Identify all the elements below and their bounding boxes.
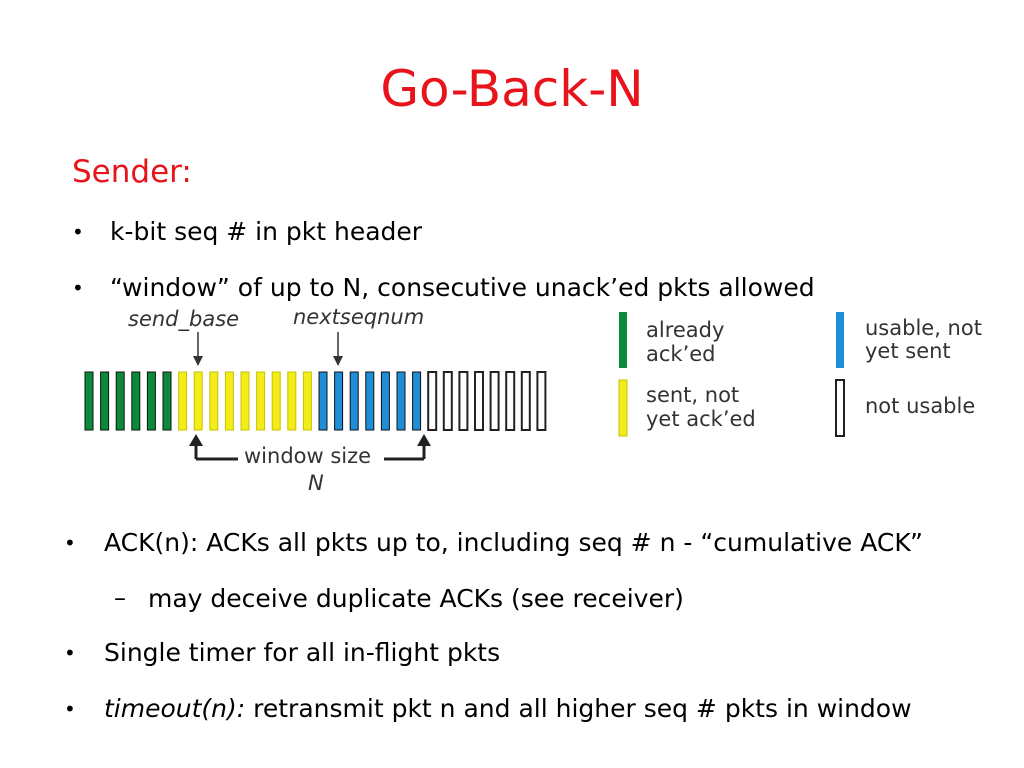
legend-label-acked-2: ack’ed xyxy=(646,342,716,366)
sender-heading: Sender: xyxy=(72,154,192,190)
packet-unusable xyxy=(505,371,516,431)
bullet-dot: • xyxy=(64,697,76,721)
packet-unusable xyxy=(442,371,453,431)
packet-acked xyxy=(162,371,172,431)
packet-acked xyxy=(84,371,94,431)
legend-swatch-usable xyxy=(836,312,844,368)
legend-label-sent-1: sent, not xyxy=(646,383,739,407)
packet-sequence xyxy=(84,371,547,431)
bullet-text: “window” of up to N, consecutive unack’e… xyxy=(110,273,815,302)
packet-usable xyxy=(334,371,344,431)
legend-label-acked-1: already xyxy=(646,318,724,342)
packet-sent xyxy=(256,371,266,431)
packet-unusable xyxy=(474,371,484,431)
packet-usable xyxy=(365,371,375,431)
packet-usable xyxy=(349,371,359,431)
packet-usable xyxy=(318,371,328,431)
window-n-label: N xyxy=(308,471,324,495)
send-base-arrow xyxy=(193,332,203,366)
nextseqnum-arrow xyxy=(333,332,343,366)
packet-sent xyxy=(178,371,188,431)
packet-sent xyxy=(271,371,281,431)
packet-unusable xyxy=(427,371,438,431)
legend-swatch-acked xyxy=(619,312,627,368)
packet-sent xyxy=(193,371,203,431)
packet-sent xyxy=(209,371,219,431)
packet-acked xyxy=(100,371,110,431)
packet-acked xyxy=(115,371,125,431)
send-base-label: send_base xyxy=(128,307,239,332)
legend-label-usable-1: usable, not xyxy=(865,316,982,340)
packet-usable xyxy=(396,371,406,431)
dash-glyph: – xyxy=(114,584,126,612)
legend-swatch-unusable xyxy=(835,379,845,437)
packet-sent xyxy=(302,371,312,431)
packet-sent xyxy=(224,371,234,431)
packet-sent xyxy=(287,371,297,431)
packet-unusable xyxy=(536,371,547,431)
bullet-text: ACK(n): ACKs all pkts up to, including s… xyxy=(104,528,923,557)
packet-unusable xyxy=(489,371,500,431)
nextseqnum-label: nextseqnum xyxy=(293,305,424,329)
legend: already ack’ed usable, not yet sent sent… xyxy=(618,312,982,437)
legend-swatch-sent xyxy=(618,379,628,437)
bullet-text: timeout(n): retransmit pkt n and all hig… xyxy=(104,694,912,723)
packet-acked xyxy=(146,371,156,431)
bullet-text: may deceive duplicate ACKs (see receiver… xyxy=(148,584,684,613)
packet-unusable xyxy=(458,371,469,431)
bullet-dot: • xyxy=(72,220,84,244)
legend-label-usable-2: yet sent xyxy=(865,339,951,363)
packet-unusable xyxy=(520,371,531,431)
bullet-dot: • xyxy=(72,276,84,300)
legend-label-sent-2: yet ack’ed xyxy=(646,407,756,431)
packet-usable xyxy=(412,371,422,431)
bullet-text: Single timer for all in-flight pkts xyxy=(104,638,501,667)
timeout-description: retransmit pkt n and all higher seq # pk… xyxy=(245,694,912,723)
bullet-dot: • xyxy=(64,531,76,555)
window-size-label: window size xyxy=(244,444,371,468)
bullet-dot: • xyxy=(64,641,76,665)
packet-usable xyxy=(380,371,390,431)
packet-acked xyxy=(131,371,141,431)
window-size-bracket xyxy=(189,434,431,461)
bullet-text: k-bit seq # in pkt header xyxy=(110,217,423,246)
timeout-term: timeout(n): xyxy=(104,694,246,723)
legend-label-unusable: not usable xyxy=(865,394,975,418)
slide-title: Go-Back-N xyxy=(380,60,644,118)
packet-sent xyxy=(240,371,250,431)
